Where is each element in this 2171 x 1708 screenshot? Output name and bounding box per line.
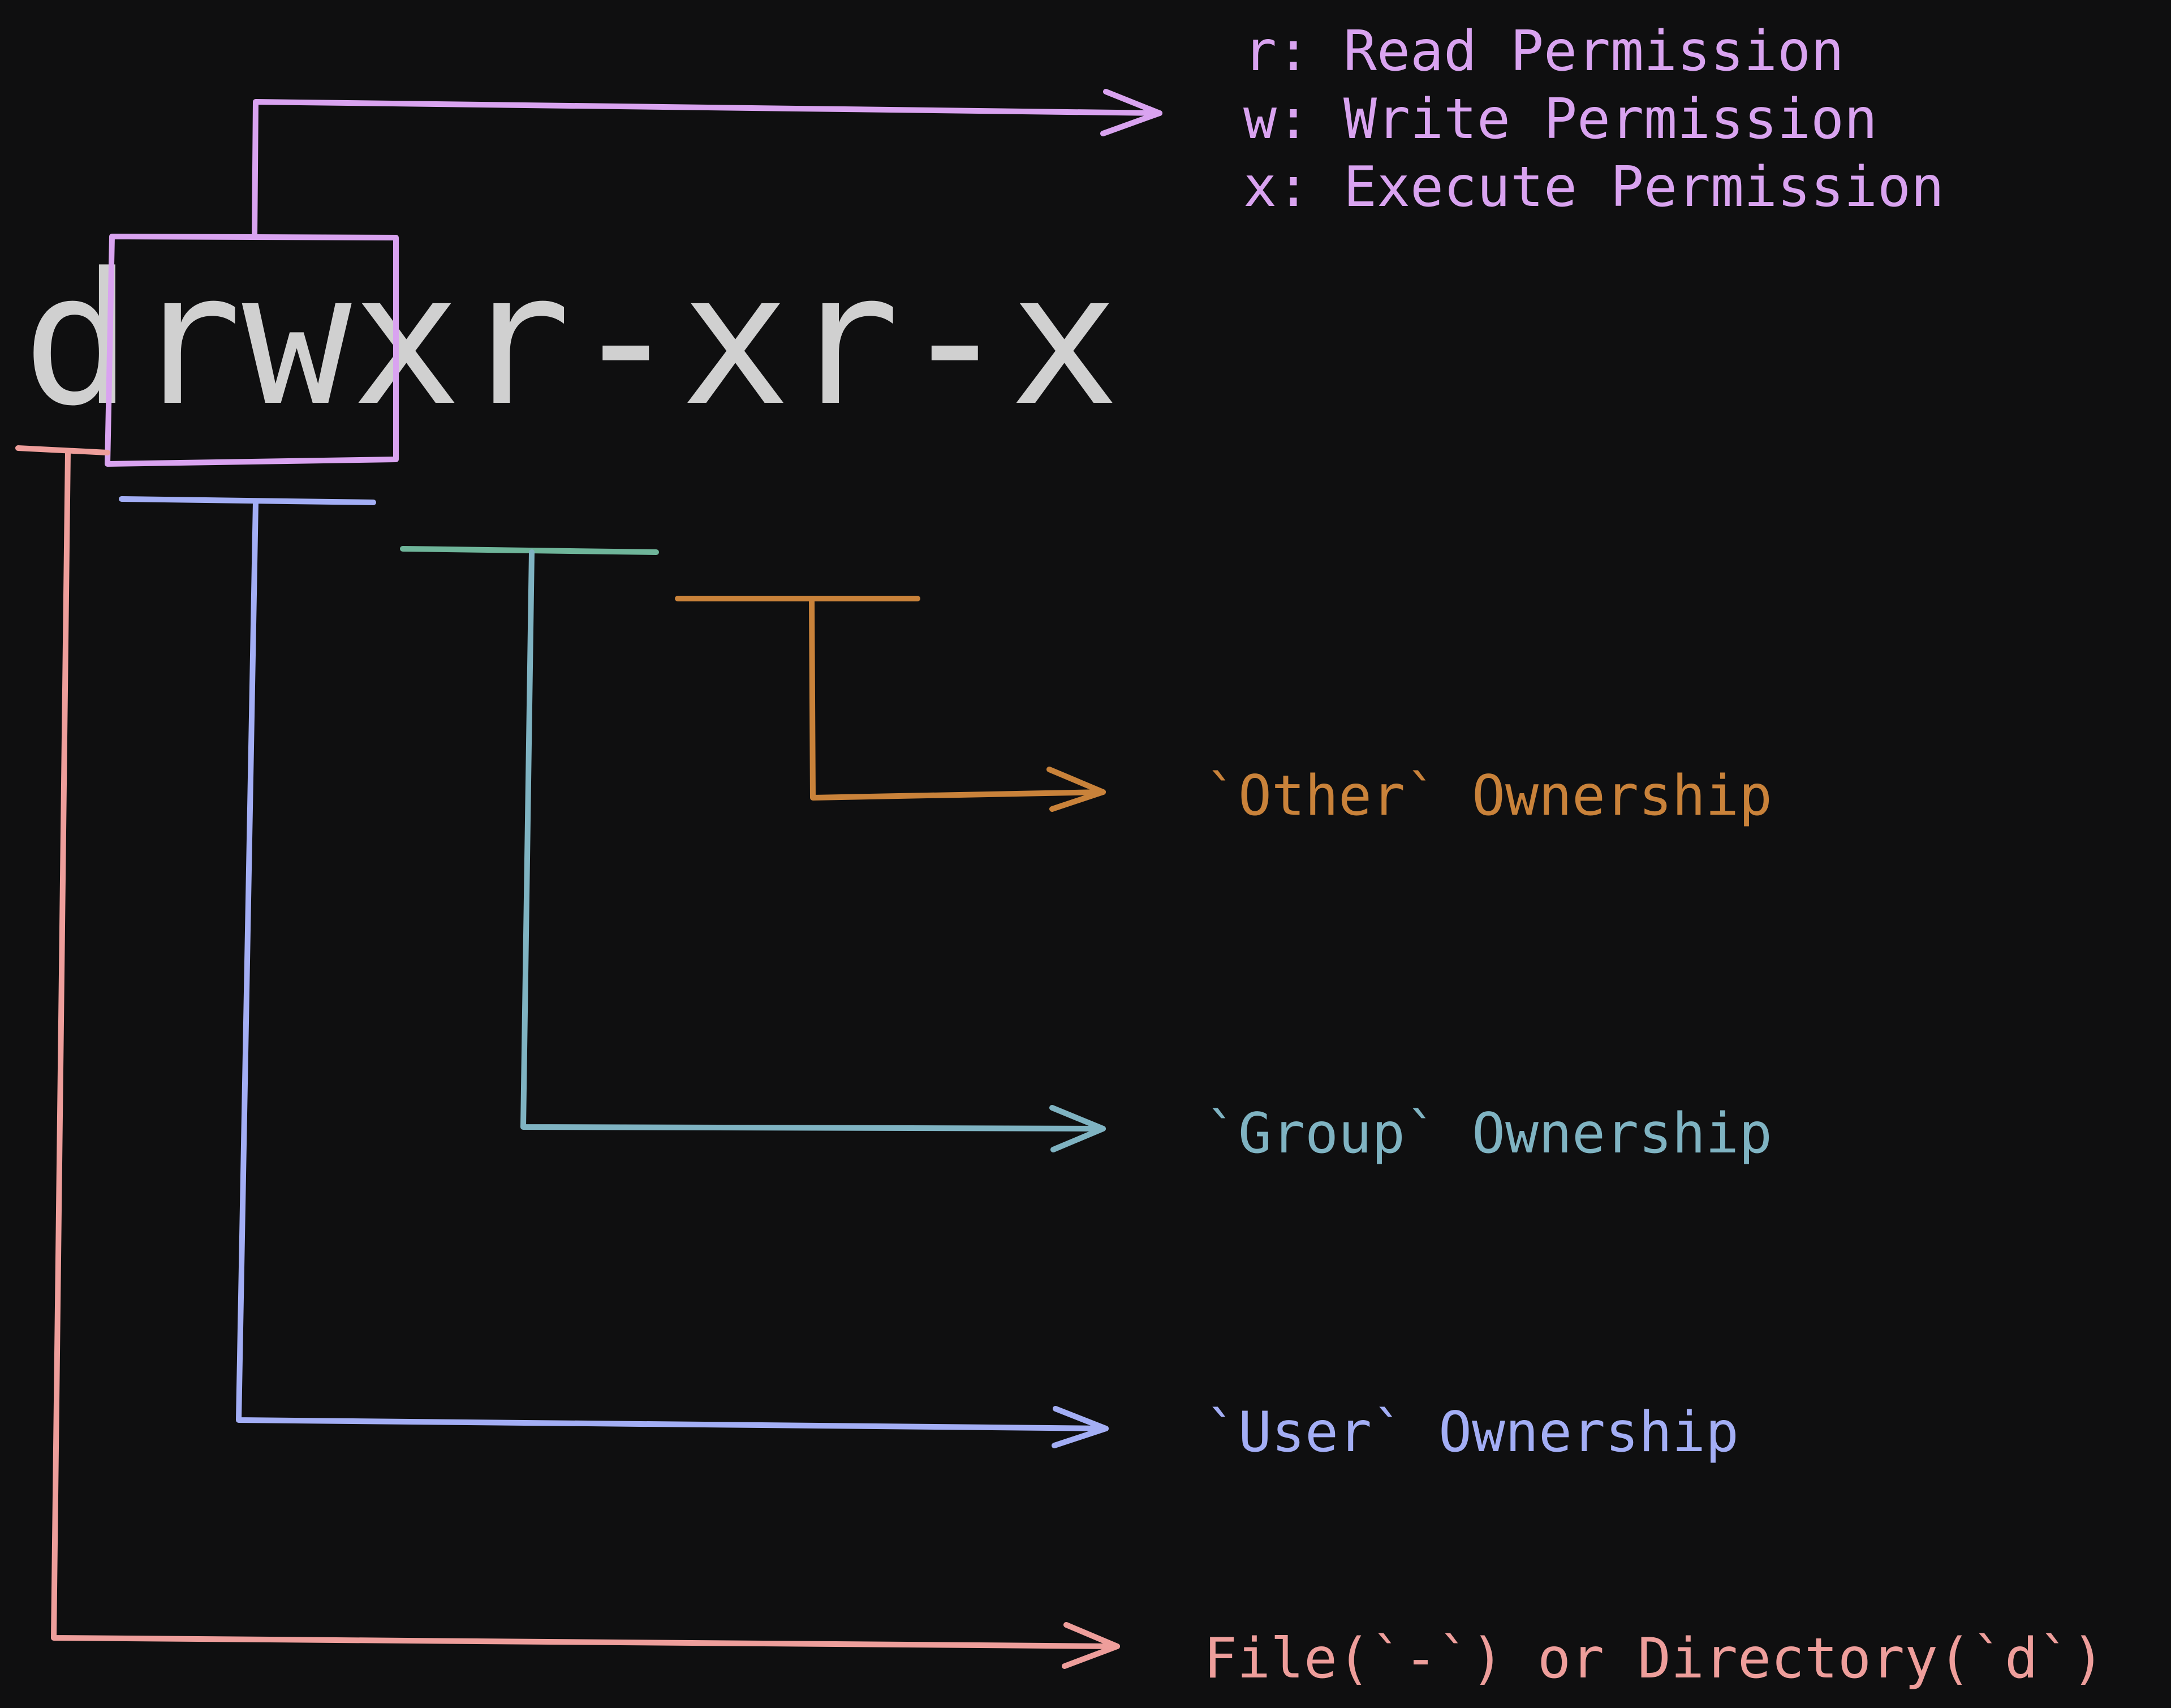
permission-bits-box [105, 234, 399, 467]
other-ownership-bracket [675, 596, 1106, 812]
permission-bits-connector [252, 99, 1162, 239]
group-arrowhead [1049, 1105, 1106, 1152]
file-type-bracket [15, 445, 1120, 1669]
file-type-connector [51, 450, 1120, 1649]
permission-string: drwxr-xr-x [23, 234, 1119, 446]
other-connector [809, 596, 1106, 801]
permission-bits-annotation [105, 89, 1162, 467]
read-permission-label: r: Read Permission [1243, 19, 1844, 84]
user-ownership-bracket [119, 496, 1109, 1448]
permission-key: r: Read Permission w: Write Permission x… [1243, 19, 1944, 220]
execute-permission-label: x: Execute Permission [1243, 155, 1944, 220]
file-type-bracket-bar [15, 445, 110, 455]
file-type-label: File(`-`) or Directory(`d`) [1204, 1627, 2105, 1691]
permission-bits-arrowhead [1100, 89, 1162, 136]
other-arrowhead [1046, 767, 1106, 812]
other-ownership-label: `Other` Ownership [1205, 764, 1772, 828]
group-ownership-bracket [400, 546, 1106, 1152]
user-connector [236, 500, 1109, 1431]
group-ownership-label: `Group` Ownership [1205, 1102, 1772, 1166]
user-ownership-label: `User` Ownership [1205, 1400, 1739, 1465]
group-connector [520, 549, 1106, 1132]
user-arrowhead [1052, 1406, 1109, 1448]
write-permission-label: w: Write Permission [1243, 87, 1877, 152]
user-bracket-bar [119, 496, 376, 505]
file-type-arrowhead [1062, 1622, 1120, 1669]
